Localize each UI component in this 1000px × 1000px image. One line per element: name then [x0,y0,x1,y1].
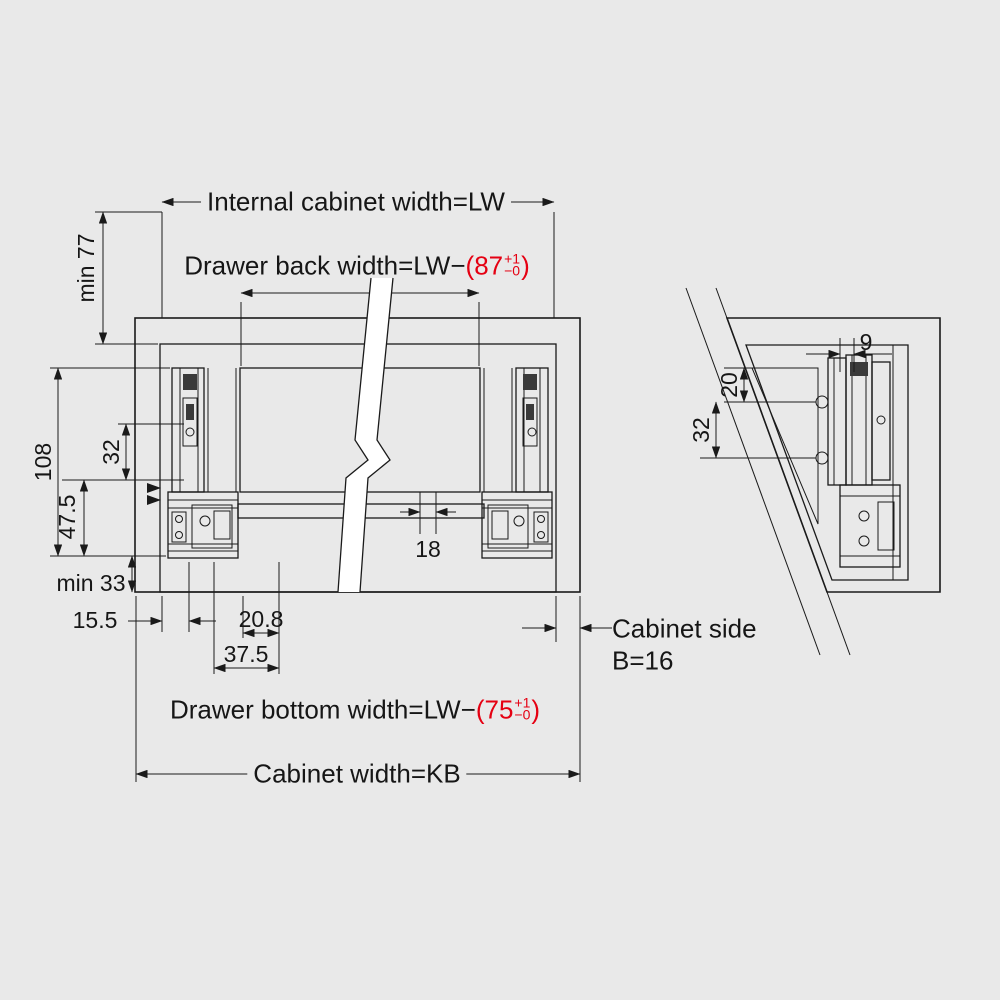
dim-min-33: min 33 [56,569,126,596]
label-internal-cabinet-width: Internal cabinet width=LW [201,188,511,216]
dim-detail-9: 9 [859,328,873,355]
label-drawer-back-width-value: (87 [465,250,504,281]
cabinet-side-detail-view [685,287,941,656]
dim-detail-32: 32 [687,417,714,443]
label-drawer-bottom-width-close: ) [531,694,541,725]
drawer-back-section-hatch [751,367,819,525]
dim-20-8: 20.8 [238,605,284,632]
break-line [337,277,394,593]
label-drawer-bottom-width-prefix: Drawer bottom width=LW− [169,694,476,725]
dim-47-5: 47.5 [53,494,80,540]
drawer-bottom-tolerance-plus: +1 [514,694,531,711]
label-drawer-back-width-close: ) [521,250,530,281]
dim-37-5: 37.5 [223,640,269,667]
section-break-line-inner [715,287,851,656]
right-runner-assembly [481,367,553,559]
label-drawer-bottom-width: Drawer bottom width=LW−(75+1−0) [169,694,541,725]
label-cabinet-width: Cabinet width=KB [247,760,467,788]
dim-15-5: 15.5 [72,606,118,633]
section-break-line-outer [685,287,821,656]
label-drawer-back-width-prefix: Drawer back width=LW− [184,250,466,281]
drawer-bottom-tolerance-minus: −0 [514,706,531,723]
drawer-back-tolerance-minus: −0 [504,262,521,279]
dim-32: 32 [97,439,124,465]
label-drawer-bottom-width-value: (75 [475,694,514,725]
left-runner-assembly [167,367,239,559]
dim-detail-20: 20 [715,372,742,398]
label-cabinet-side: Cabinet side [612,613,757,644]
drawer-back-tolerance-plus: +1 [504,250,521,267]
dimension-lines-detail [700,338,892,459]
dim-108: 108 [29,442,56,482]
dim-18: 18 [415,535,441,562]
mounting-direction-arrows [147,483,161,505]
dim-min-77: min 77 [72,233,99,303]
label-drawer-back-width: Drawer back width=LW−(87+1−0) [184,250,530,281]
label-cabinet-side-thickness: B=16 [612,645,674,676]
